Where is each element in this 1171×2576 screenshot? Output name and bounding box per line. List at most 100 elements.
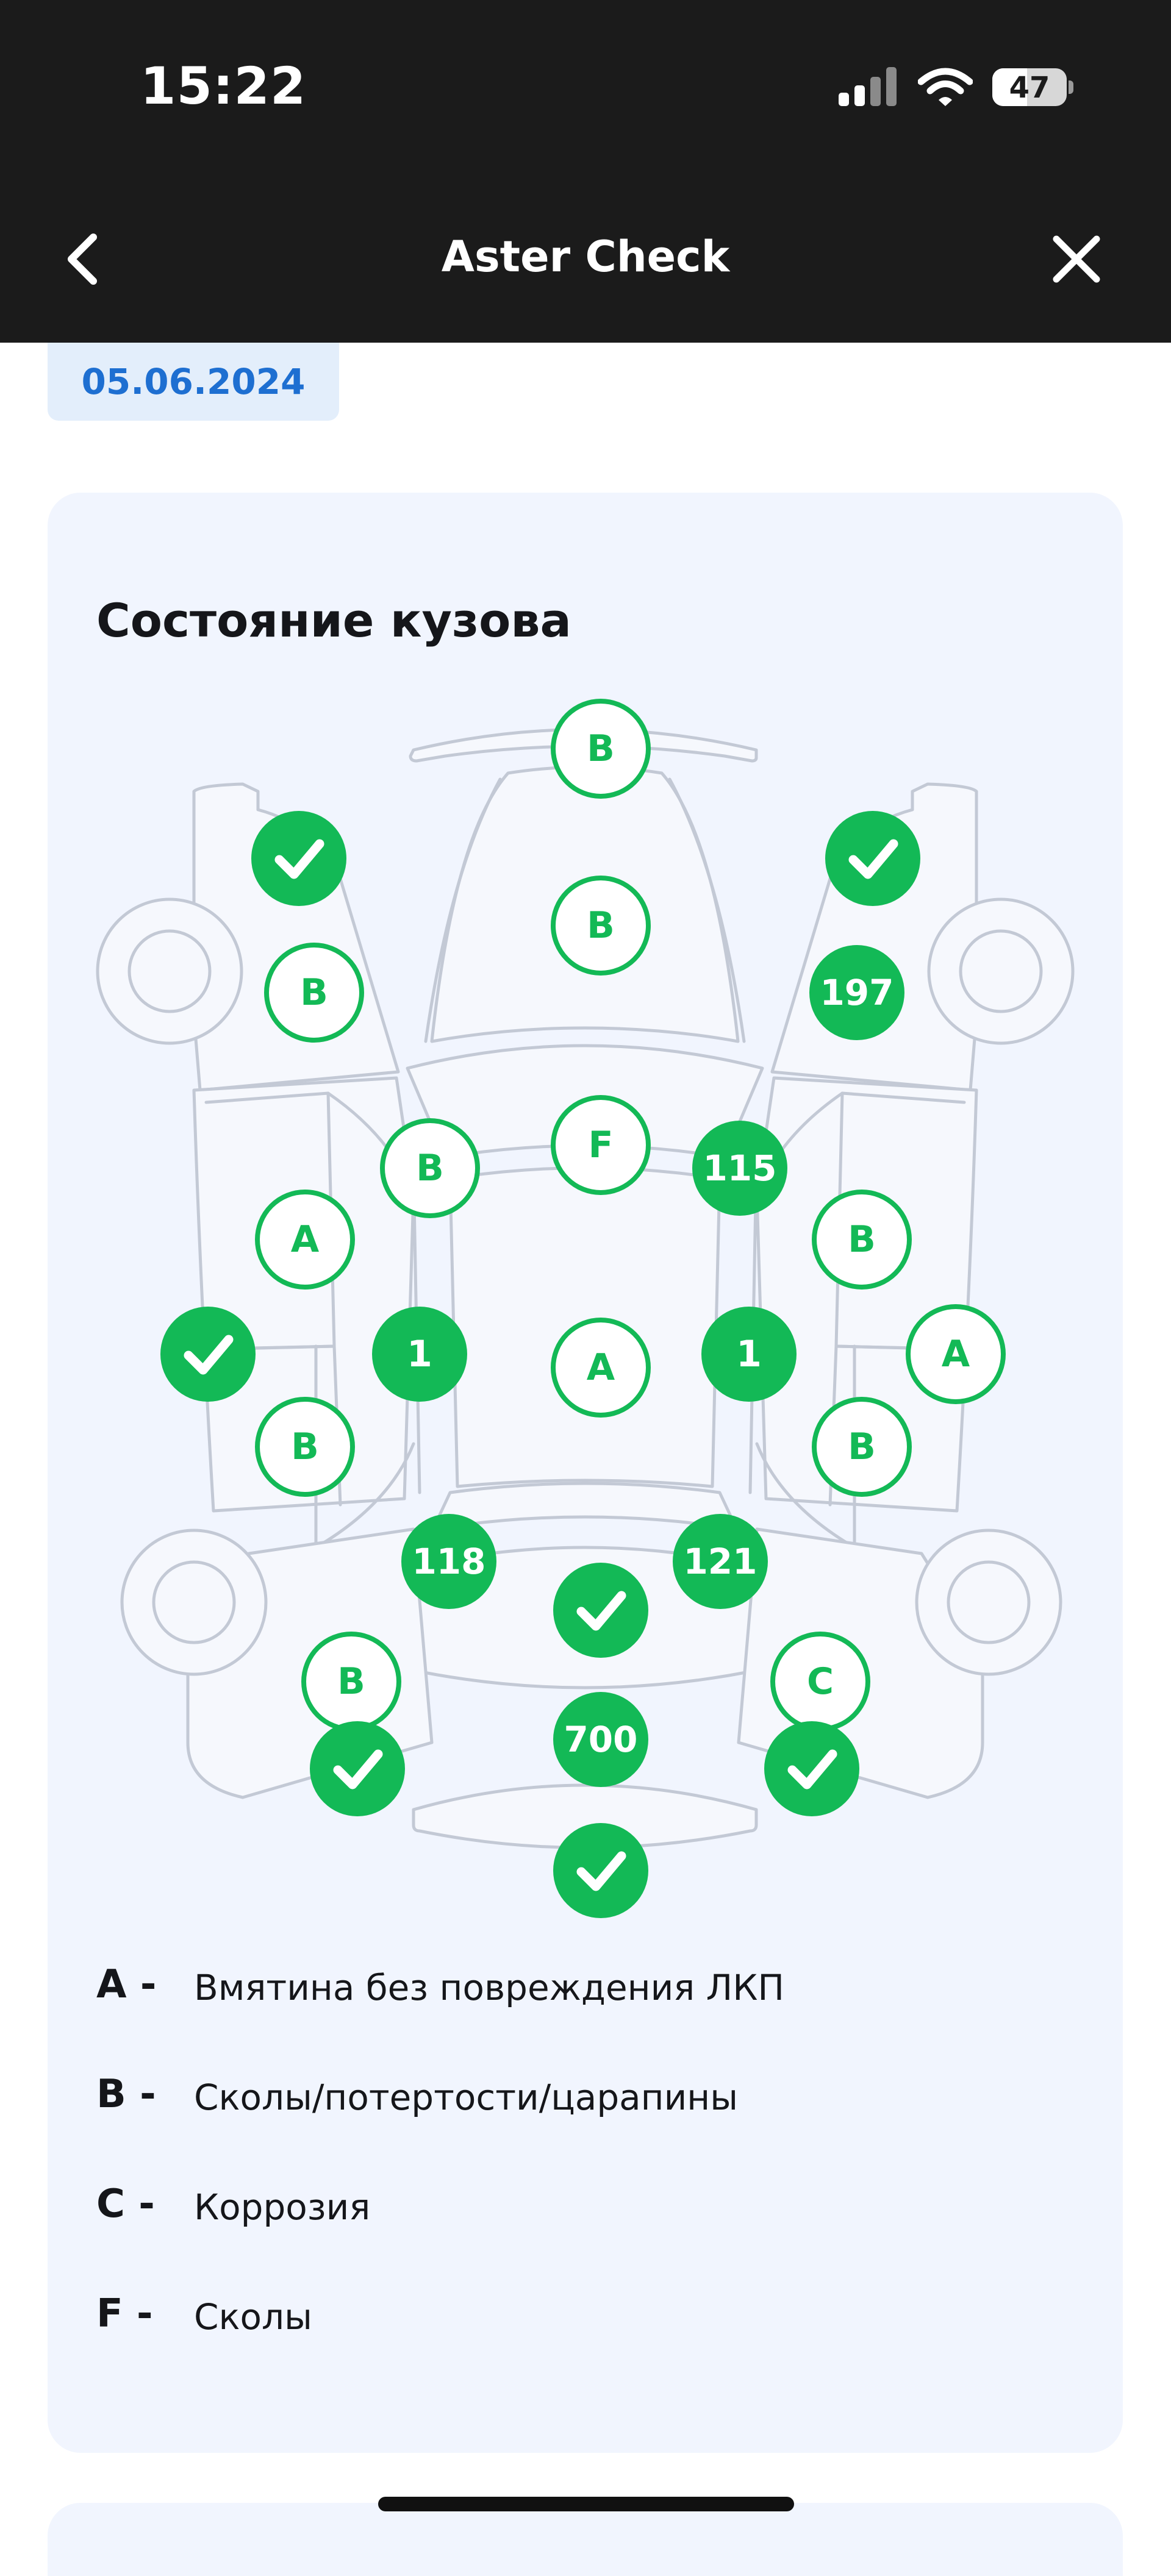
marker-circle [551, 699, 651, 799]
marker-circle [825, 811, 920, 906]
marker-label: 118 [412, 1541, 485, 1582]
marker-circle [310, 1721, 405, 1816]
top-bar: 15:22 47 Aster Check [0, 0, 1171, 343]
marker-ok[interactable] [160, 1307, 256, 1402]
marker-label: 1 [736, 1333, 762, 1375]
marker-circle [251, 811, 346, 906]
home-indicator [378, 2497, 794, 2511]
marker-ok[interactable] [764, 1721, 859, 1816]
legend-code: B - [96, 2072, 156, 2117]
marker-label: A [291, 1218, 320, 1261]
marker-a[interactable]: A [255, 1190, 355, 1290]
marker-circle [551, 1318, 651, 1418]
marker-label: 197 [820, 972, 893, 1013]
marker-circle [553, 1563, 648, 1658]
marker-label: B [848, 1218, 876, 1261]
marker-circle [160, 1307, 256, 1402]
marker-118[interactable]: 118 [401, 1514, 496, 1609]
nav-title: Aster Check [441, 232, 730, 282]
marker-circle [812, 1190, 912, 1290]
signal-icon [839, 67, 897, 106]
marker-121[interactable]: 121 [673, 1514, 768, 1609]
marker-circle [255, 1190, 355, 1290]
marker-b[interactable]: B [380, 1118, 480, 1218]
marker-b[interactable]: B [551, 876, 651, 976]
close-button[interactable] [1049, 232, 1104, 287]
checkmark-icon [787, 1749, 837, 1789]
battery-icon: 47 [992, 68, 1067, 106]
chevron-left-icon [68, 234, 97, 285]
marker-label: 1 [407, 1333, 432, 1375]
body-condition-card: Состояние кузова [48, 493, 1123, 2453]
marker-label: 700 [564, 1719, 637, 1760]
checkmark-icon [333, 1749, 383, 1789]
legend-code: C - [96, 2182, 155, 2227]
battery-percent: 47 [1009, 71, 1050, 105]
marker-a[interactable]: A [551, 1318, 651, 1418]
marker-circle [906, 1304, 1006, 1404]
marker-1[interactable]: 1 [701, 1307, 797, 1402]
marker-label: A [587, 1346, 615, 1389]
back-button[interactable] [58, 229, 107, 290]
marker-700[interactable]: 700 [553, 1692, 648, 1787]
marker-label: B [587, 727, 615, 770]
marker-ok[interactable] [553, 1823, 648, 1918]
marker-label: 121 [683, 1541, 757, 1582]
inspection-date: 05.06.2024 [48, 343, 339, 421]
marker-b[interactable]: B [812, 1190, 912, 1290]
marker-197[interactable]: 197 [809, 945, 904, 1040]
marker-b[interactable]: B [551, 699, 651, 799]
marker-a[interactable]: A [906, 1304, 1006, 1404]
marker-115[interactable]: 115 [692, 1121, 787, 1216]
marker-ok[interactable] [825, 811, 920, 906]
marker-circle [264, 943, 364, 1043]
status-time: 15:22 [140, 56, 307, 116]
marker-c[interactable]: C [770, 1632, 870, 1732]
wifi-icon [918, 68, 973, 106]
legend-text: Сколы/потертости/царапины [194, 2077, 739, 2118]
marker-label: B [291, 1425, 319, 1468]
marker-circle [673, 1514, 768, 1609]
marker-label: A [942, 1333, 970, 1375]
marker-ok[interactable] [251, 811, 346, 906]
checkmark-icon [184, 1335, 234, 1375]
marker-label: 115 [703, 1147, 776, 1189]
legend-text: Вмятина без повреждения ЛКП [194, 1967, 785, 2008]
marker-circle [812, 1397, 912, 1497]
marker-label: C [807, 1660, 834, 1703]
marker-ok[interactable] [310, 1721, 405, 1816]
marker-b[interactable]: B [264, 943, 364, 1043]
marker-label: F [589, 1124, 614, 1166]
marker-ok[interactable] [553, 1563, 648, 1658]
legend-text: Сколы [194, 2296, 312, 2338]
legend-text: Коррозия [194, 2186, 371, 2228]
marker-circle [553, 1692, 648, 1787]
checkmark-icon [848, 839, 898, 879]
card-title: Состояние кузова [96, 593, 571, 648]
marker-b[interactable]: B [812, 1397, 912, 1497]
marker-label: B [300, 971, 328, 1014]
marker-1[interactable]: 1 [372, 1307, 467, 1402]
marker-label: B [587, 904, 615, 947]
marker-b[interactable]: B [255, 1397, 355, 1497]
marker-circle [372, 1307, 467, 1402]
marker-circle [701, 1307, 797, 1402]
marker-circle [551, 1095, 651, 1195]
checkmark-icon [576, 1851, 626, 1891]
marker-f[interactable]: F [551, 1095, 651, 1195]
checkmark-icon [274, 839, 324, 879]
legend-item-b: B - Сколы/потертости/царапины [96, 2072, 1011, 2127]
legend-item-a: A - Вмятина без повреждения ЛКП [96, 1962, 1011, 2017]
marker-circle [401, 1514, 496, 1609]
marker-b[interactable]: B [301, 1632, 401, 1732]
marker-circle [255, 1397, 355, 1497]
marker-circle [553, 1823, 648, 1918]
marker-circle [551, 876, 651, 976]
legend-item-c: C - Коррозия [96, 2182, 1011, 2236]
marker-label: B [416, 1147, 444, 1190]
marker-circle [809, 945, 904, 1040]
checkmark-icon [576, 1591, 626, 1631]
marker-label: B [337, 1660, 365, 1703]
